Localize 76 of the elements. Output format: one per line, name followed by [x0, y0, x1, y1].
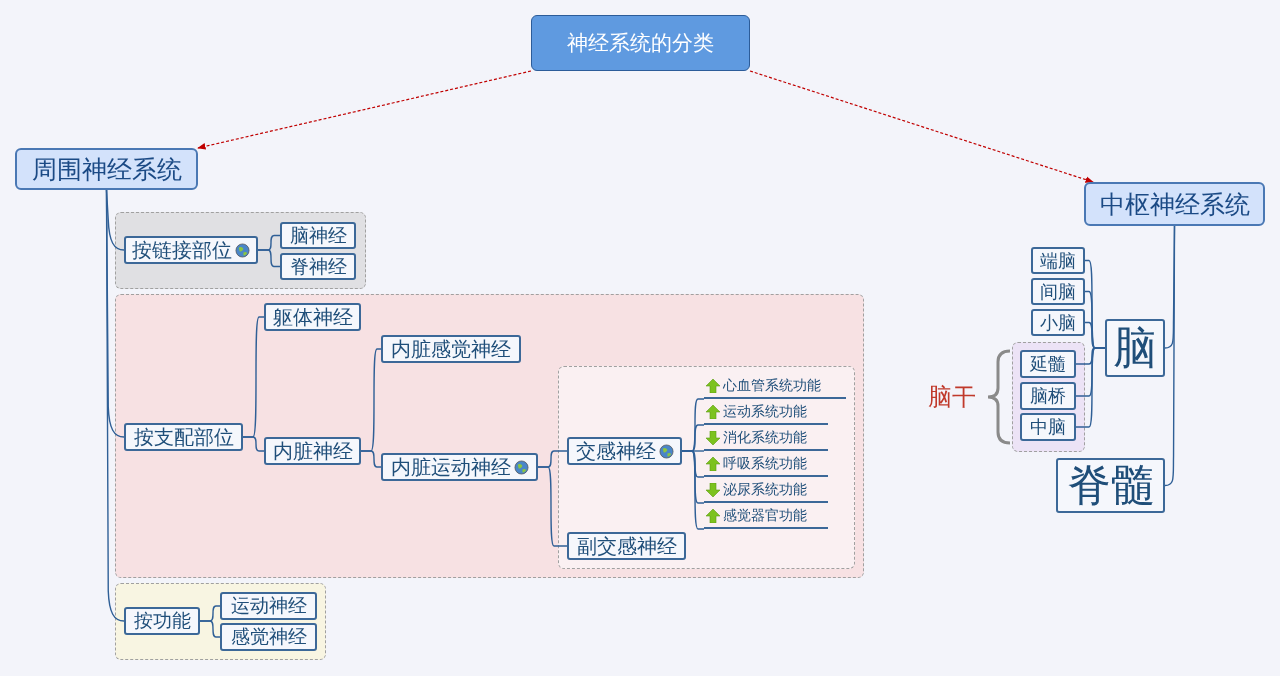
topic-box: [124, 607, 200, 635]
topic-text: 交感神经: [575, 438, 656, 464]
topic-box: [1020, 413, 1076, 441]
topic-box: [567, 437, 682, 465]
connector-line: [105, 189, 125, 622]
topic-text: 运动神经: [230, 594, 307, 618]
topic-text: 感觉器官功能: [723, 507, 807, 525]
topic-box: [1031, 309, 1085, 336]
arrow: [197, 70, 532, 150]
topic-text: 躯体神经: [272, 304, 353, 330]
topic-text: 泌尿系统功能: [723, 481, 807, 499]
topic-text: 按链接部位: [132, 237, 232, 263]
topic-box: [381, 335, 521, 363]
subtopic-line: [704, 401, 828, 425]
topic-box: [1105, 319, 1165, 377]
topic-box: [1020, 350, 1076, 378]
subtopic-line: [704, 505, 828, 529]
topic-text: 脊髓: [1066, 460, 1155, 512]
connector-line: [681, 450, 705, 530]
topic-box: [280, 253, 356, 280]
topic-text: 端脑: [1040, 249, 1076, 273]
subtopic-line: [704, 427, 828, 451]
topic-text: 按功能: [133, 609, 191, 633]
connector-line: [1075, 347, 1106, 428]
subtopic-line: [704, 453, 828, 477]
topic-box: [220, 592, 317, 620]
topic-text: 延髓: [1030, 353, 1066, 376]
central-topic-box: [531, 15, 750, 71]
connector-line: [1164, 225, 1176, 487]
topic-box: [264, 437, 361, 465]
topic-text: 运动系统功能: [723, 403, 807, 421]
topic-box: [264, 303, 361, 331]
group-boundary: [115, 212, 366, 289]
connector-line: [257, 249, 281, 268]
topic-text: 脑神经: [289, 223, 347, 248]
group-boundary: [1012, 342, 1085, 452]
topic-text: 内脏运动神经: [390, 454, 511, 480]
topic-text: 周围神经系统: [31, 154, 182, 185]
topic-box: [280, 222, 356, 249]
topic-text: 按支配部位: [133, 424, 234, 450]
topic-text: 神经系统的分类: [567, 30, 714, 57]
topic-box: [567, 532, 686, 560]
topic-text: 脑: [1113, 322, 1157, 375]
topic-box: [124, 236, 258, 264]
topic-box: [1031, 247, 1085, 274]
main-topic-box: [1084, 182, 1265, 226]
main-topic-box: [15, 148, 198, 190]
topic-box: [381, 453, 538, 481]
topic-text: 副交感神经: [576, 533, 677, 559]
topic-text: 感觉神经: [230, 625, 307, 649]
topic-text: 内脏感觉神经: [391, 336, 511, 362]
topic-text: 小脑: [1040, 311, 1076, 335]
topic-text: 脑桥: [1030, 385, 1066, 408]
topic-text: 脊神经: [289, 254, 347, 279]
topic-text: 呼吸系统功能: [723, 455, 807, 473]
topic-box: [1031, 278, 1085, 305]
topic-box: [1056, 458, 1165, 513]
group-boundary: [558, 366, 855, 569]
topic-box: [220, 623, 317, 651]
subtopic-line: [704, 479, 828, 503]
topic-text: 消化系统功能: [723, 429, 807, 447]
connector-line: [199, 620, 221, 638]
group-label: 脑干: [928, 383, 976, 412]
topic-text: 中脑: [1030, 416, 1066, 439]
topic-text: 心血管系统功能: [723, 377, 821, 395]
topic-box: [124, 423, 243, 451]
arrow: [749, 70, 1094, 183]
group-boundary: [115, 294, 864, 578]
subtopic-line: [704, 375, 846, 399]
connector-line: [360, 450, 382, 468]
topic-text: 中枢神经系统: [1099, 189, 1250, 220]
topic-text: 间脑: [1040, 280, 1076, 304]
topic-text: 内脏神经: [272, 438, 353, 464]
group-boundary: [115, 583, 326, 660]
connector-line: [242, 436, 265, 452]
topic-box: [1020, 382, 1076, 410]
